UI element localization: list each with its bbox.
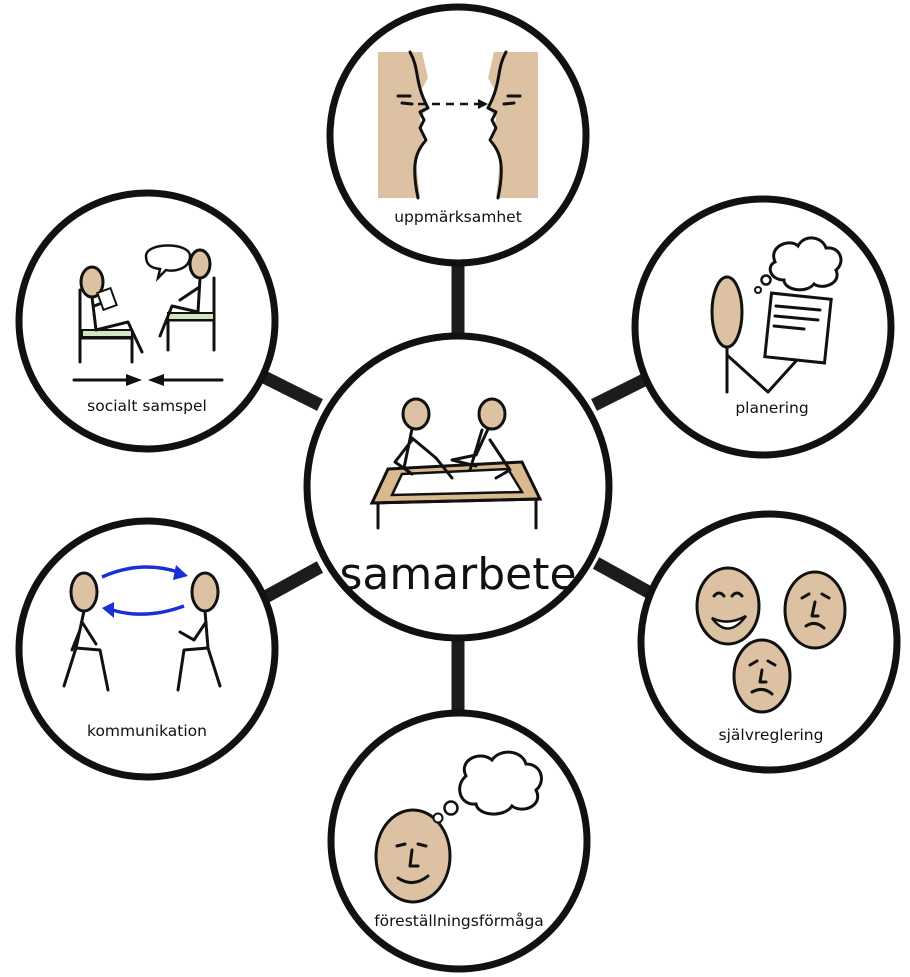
label-kommunikation: kommunikation: [87, 722, 207, 740]
label-socialt-samspel: socialt samspel: [87, 397, 207, 415]
connector-sjalvreglering: [592, 557, 658, 601]
attention-faces-icon: [378, 50, 538, 200]
label-uppmarksamhet: uppmärksamhet: [394, 208, 522, 226]
node-planering[interactable]: planering: [631, 195, 895, 459]
label-sjalvreglering: självreglering: [719, 726, 824, 744]
center-node: samarbete: [303, 332, 613, 642]
label-planering: planering: [735, 399, 808, 417]
connectors: [256, 266, 658, 712]
connector-kommunikation: [256, 561, 324, 606]
collaboration-icon: [369, 397, 543, 530]
communication-icon: [62, 565, 222, 692]
center-label: samarbete: [339, 549, 576, 600]
node-sjalvreglering[interactable]: självreglering: [637, 510, 901, 774]
node-forestallningsformaga[interactable]: föreställningsförmåga: [327, 709, 591, 973]
label-forestallningsformaga: föreställningsförmåga: [374, 912, 544, 930]
emotion-faces-icon: [695, 566, 847, 714]
imagination-icon: [374, 750, 543, 904]
node-kommunikation[interactable]: kommunikation: [15, 517, 279, 781]
node-uppmarksamhet[interactable]: uppmärksamhet: [326, 3, 590, 267]
social-interaction-icon: [72, 244, 224, 386]
planning-icon: [710, 236, 843, 394]
node-socialt-samspel[interactable]: socialt samspel: [15, 189, 279, 453]
connector-socialt-samspel: [257, 369, 323, 411]
